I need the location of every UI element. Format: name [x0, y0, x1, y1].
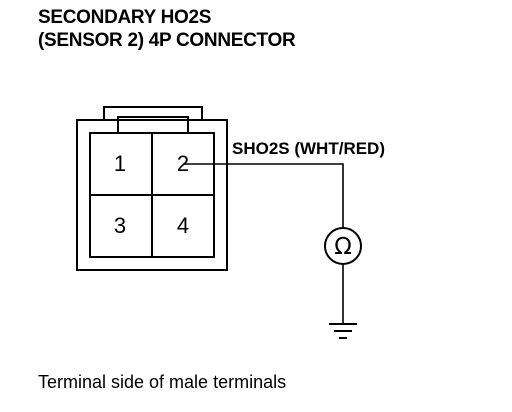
pin-3-label: 3 [114, 213, 126, 238]
pin-1-label: 1 [114, 151, 126, 176]
title-line-1: SECONDARY HO2S [38, 7, 212, 28]
ohmmeter-icon: Ω [324, 227, 362, 265]
wire-label: SHO2S (WHT/RED) [232, 139, 385, 158]
diagram-title: SECONDARY HO2S (SENSOR 2) 4P CONNECTOR [38, 6, 296, 52]
caption: Terminal side of male terminals [38, 372, 287, 392]
ohm-symbol: Ω [334, 234, 352, 260]
ground-icon [329, 323, 357, 339]
probe-wire [183, 163, 344, 228]
title-line-2: (SENSOR 2) 4P CONNECTOR [38, 30, 296, 51]
connector-lock-tab-outer [103, 106, 203, 120]
connector-housing [76, 119, 228, 271]
connector-lock-tab-inner [117, 116, 189, 133]
pin-4-label: 4 [177, 213, 189, 238]
